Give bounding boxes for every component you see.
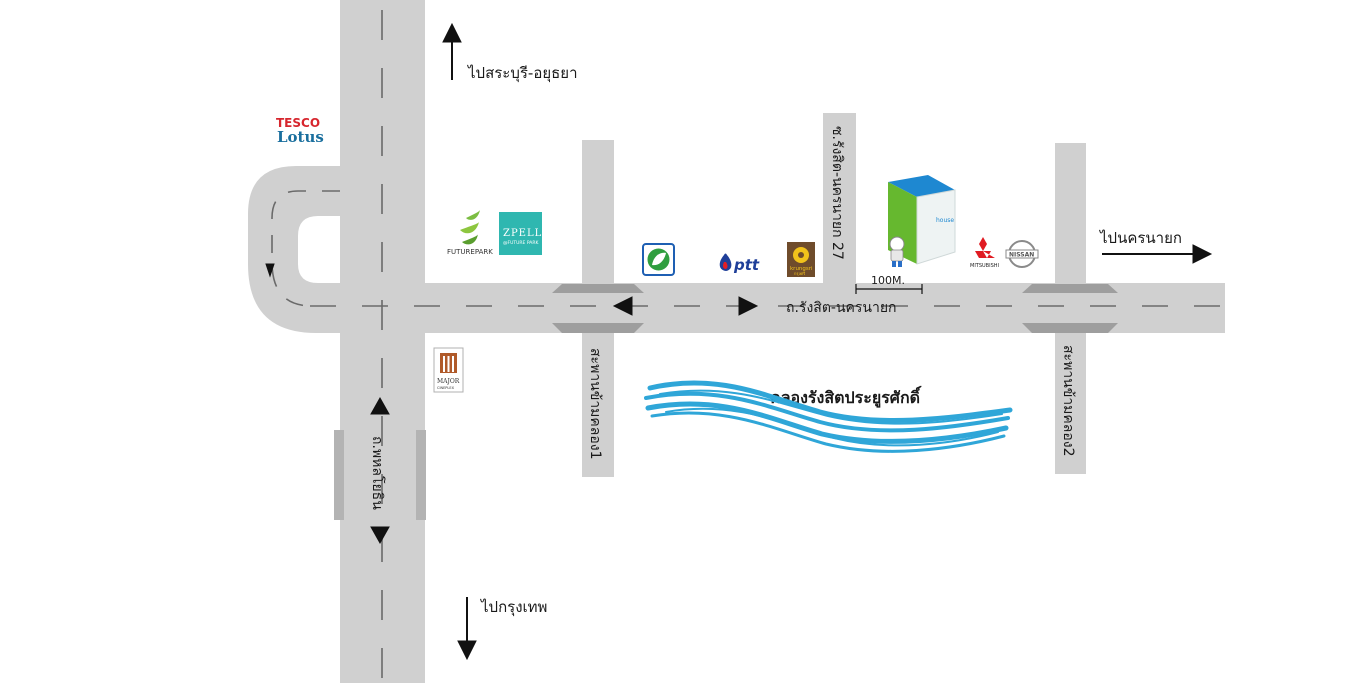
ramp-klong2-top bbox=[1022, 284, 1118, 293]
u-turn-arrow bbox=[265, 263, 275, 278]
ptt-logo: ptt bbox=[719, 253, 760, 274]
south-direction-label: ไปกรุงเทพ bbox=[480, 598, 547, 617]
south-arrow bbox=[457, 640, 477, 661]
bridge-klong2-north bbox=[1055, 143, 1086, 285]
soi-27-road bbox=[823, 113, 856, 284]
westbound-arrow bbox=[612, 296, 633, 316]
canal-water bbox=[644, 380, 1013, 453]
mitsubishi-text: MITSUBISHI bbox=[970, 263, 999, 269]
main-road-label: ถ.รังสิต-นครนายก bbox=[786, 300, 897, 316]
ramp-klong2-bottom bbox=[1022, 323, 1118, 333]
lotus-text-visible: Lotus bbox=[277, 128, 324, 146]
ramp-klong1-top bbox=[552, 284, 644, 293]
distance-scale-bar bbox=[855, 284, 923, 294]
north-direction-label: ไปสระบุรี-อยุธยา bbox=[467, 64, 578, 83]
bridge-klong1-label: สะพานข้ามคลอง1 bbox=[587, 348, 603, 459]
krungsri-logo: krungsri กรุงศรี bbox=[787, 242, 815, 277]
mitsubishi-logo: MITSUBISHI bbox=[970, 237, 999, 269]
mascot-icon bbox=[889, 236, 905, 267]
u-turn-road bbox=[248, 166, 340, 333]
frontage-right bbox=[416, 430, 426, 520]
east-direction-label: ไปนครนายก bbox=[1099, 229, 1182, 247]
north-arrow bbox=[442, 22, 462, 43]
soi-27-label: ซ.รังสิต-นครนายก 27 bbox=[829, 126, 845, 260]
phahonyothin-road bbox=[340, 0, 425, 683]
tesco-lotus-logo: TESCO Lotus bbox=[276, 116, 324, 146]
future-park-logo: FUTUREPARK bbox=[447, 210, 493, 256]
bridge-klong1-north bbox=[582, 140, 614, 285]
tesco-text: TESCO bbox=[276, 116, 320, 130]
arrows bbox=[265, 22, 1213, 661]
frontage-left bbox=[334, 430, 344, 520]
house-text: house bbox=[936, 217, 954, 224]
krungsri-text: krungsri bbox=[790, 266, 813, 272]
nissan-logo: NISSAN bbox=[1005, 240, 1039, 268]
nissan-text: NISSAN bbox=[1009, 252, 1034, 259]
major-cineplex-logo: MAJOR CINEPLEX bbox=[433, 347, 464, 393]
krungsri-sub-text: กรุงศรี bbox=[794, 271, 806, 277]
southbound-arrow bbox=[370, 526, 390, 545]
distance-label: 100M. bbox=[871, 274, 905, 287]
cineplex-text: CINEPLEX bbox=[437, 386, 455, 390]
northbound-arrow bbox=[370, 396, 390, 415]
bridge-klong2-south bbox=[1055, 333, 1086, 474]
major-text: MAJOR bbox=[437, 378, 460, 385]
ptt-text: ptt bbox=[733, 256, 760, 274]
zpell-text: ZPELL bbox=[503, 228, 542, 239]
roads bbox=[248, 0, 1225, 683]
bridge-klong1-south bbox=[582, 333, 614, 477]
eastbound-arrow bbox=[738, 296, 759, 316]
canal-label: คลองรังสิตประยูรศักดิ์ bbox=[770, 386, 922, 409]
u-turn-lane-line bbox=[271, 190, 340, 307]
ramp-klong1-bottom bbox=[552, 323, 644, 333]
east-arrow bbox=[1192, 244, 1213, 264]
vertical-road-label: ถ.พหลโยธิน bbox=[369, 436, 386, 510]
bridge-klong2-label: สะพานข้ามคลอง2 bbox=[1060, 345, 1076, 456]
bangchak-logo bbox=[642, 243, 675, 276]
future-park-text: FUTUREPARK bbox=[447, 248, 493, 256]
zpell-logo: ZPELL @FUTURE PARK bbox=[499, 212, 542, 255]
zpell-sub-text: @FUTURE PARK bbox=[503, 240, 539, 246]
lane-markings bbox=[271, 10, 1225, 683]
